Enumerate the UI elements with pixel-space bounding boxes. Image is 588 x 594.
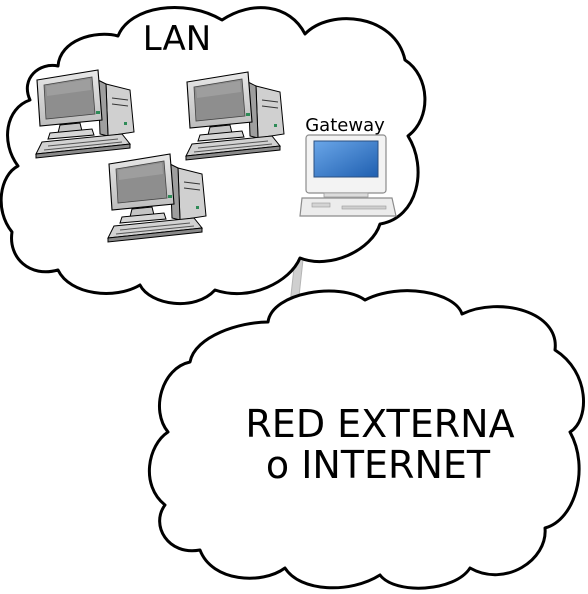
external-label-line1: RED EXTERNA [245,402,514,446]
external-network-cloud [147,289,585,590]
lan-label: LAN [143,19,211,59]
gateway-label: Gateway [305,115,385,136]
external-label-line2: o INTERNET [266,443,491,487]
gateway-computer [299,134,397,217]
